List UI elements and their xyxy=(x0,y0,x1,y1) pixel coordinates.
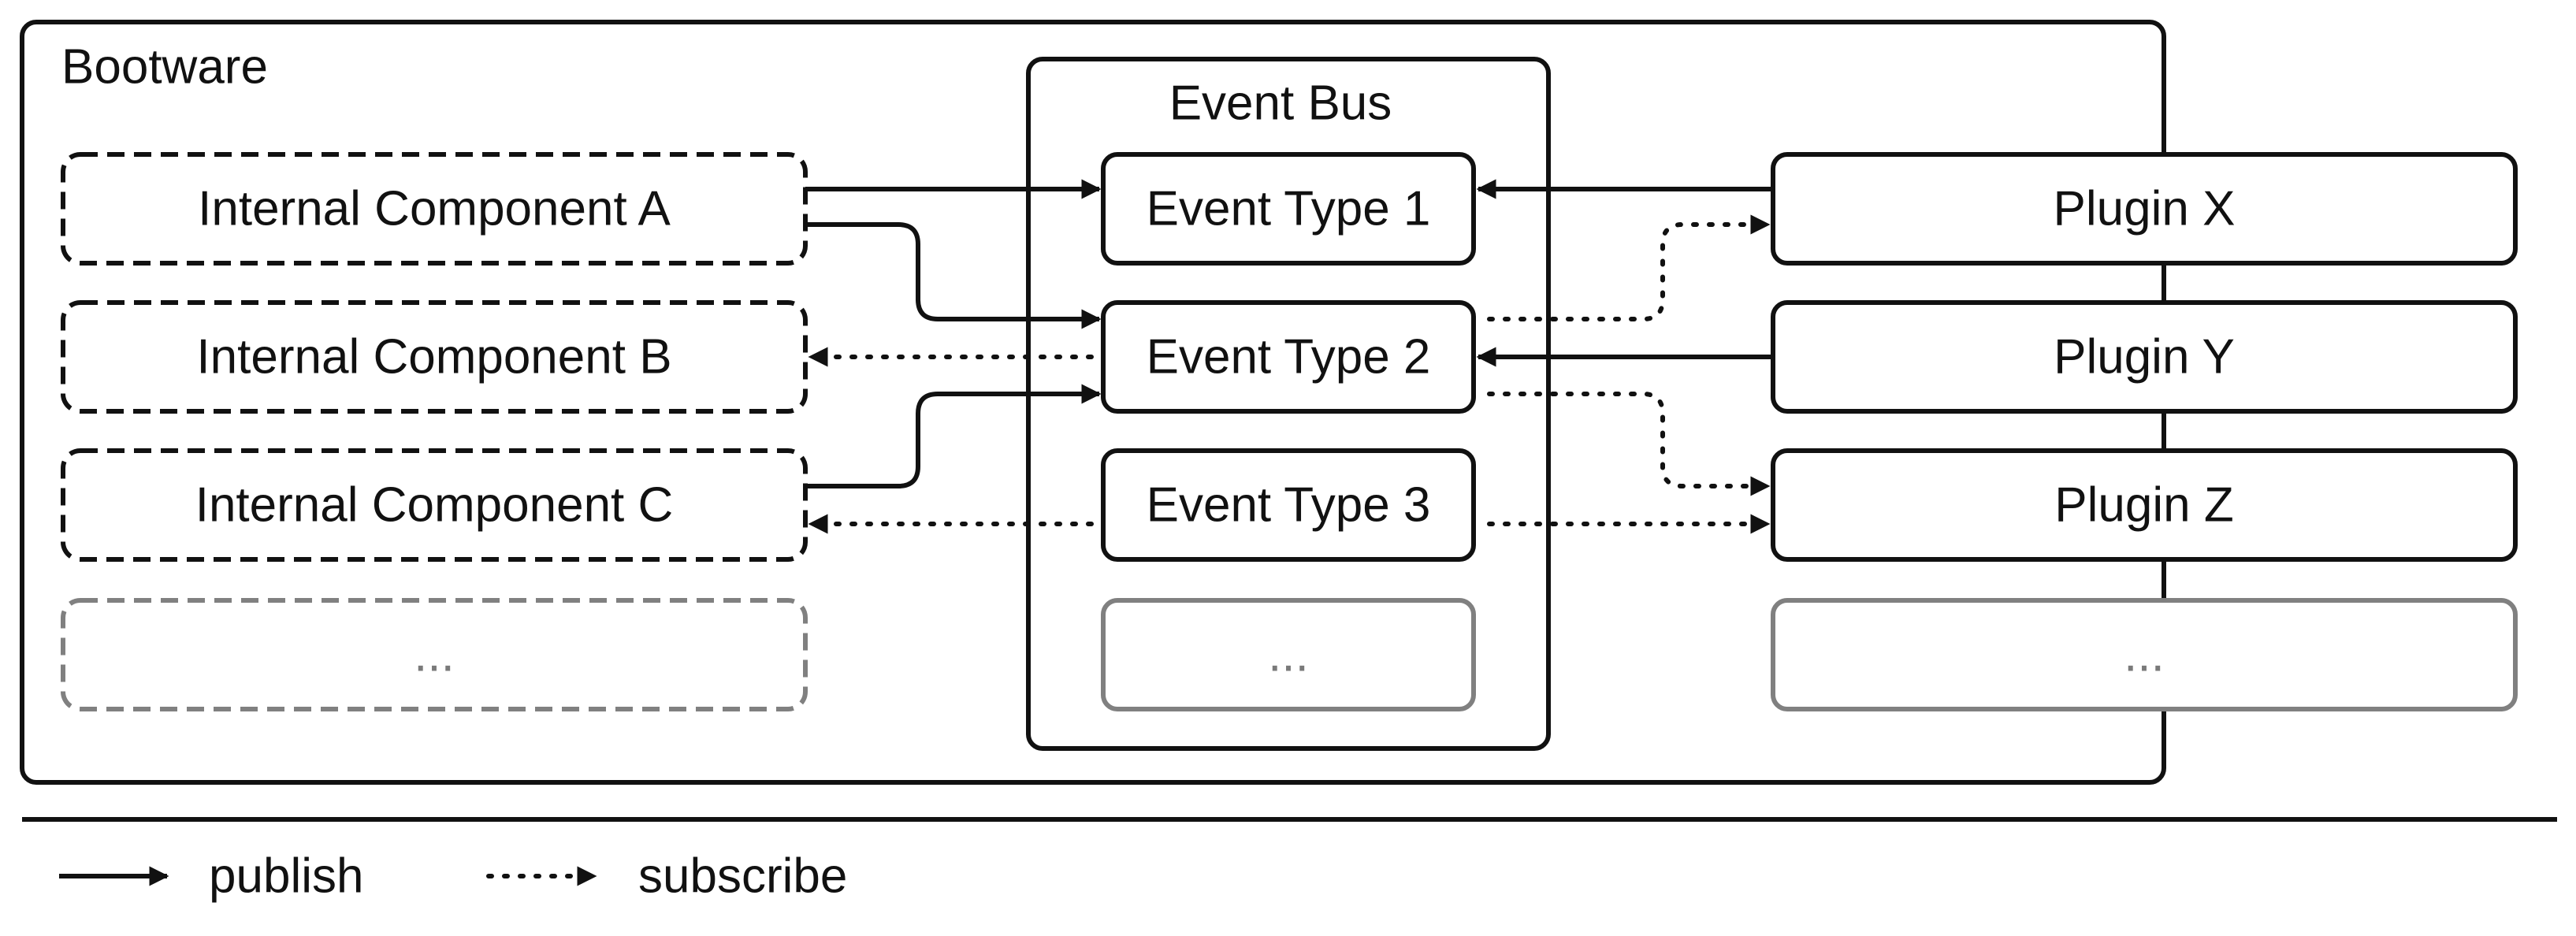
event-type-2-box xyxy=(1101,300,1476,414)
plugin-x-label: Plugin X xyxy=(2054,182,2236,236)
plugin-more-box xyxy=(1771,598,2518,711)
internal-component-c-label: Internal Component C xyxy=(195,478,674,533)
plugin-more-label: ... xyxy=(2124,628,2165,682)
event-type-3-label: Event Type 3 xyxy=(1147,478,1431,533)
plugin-z-label: Plugin Z xyxy=(2054,478,2233,533)
subscribe-arrow-event2-to-plugin-x xyxy=(1487,214,1771,321)
internal-component-a-box xyxy=(61,152,808,266)
event-type-more-box xyxy=(1101,598,1476,711)
internal-component-more-label: ... xyxy=(414,628,455,682)
event-type-more-label: ... xyxy=(1268,628,1309,682)
publish-arrow-a-to-event2 xyxy=(805,222,1102,329)
internal-component-a-label: Internal Component A xyxy=(198,182,671,236)
event-type-1-label: Event Type 1 xyxy=(1147,182,1431,236)
event-type-3-box xyxy=(1101,448,1476,562)
event-bus-container xyxy=(1026,57,1551,751)
event-type-1-box xyxy=(1101,152,1476,266)
legend-subscribe-label: subscribe xyxy=(638,849,847,904)
event-bus-title: Event Bus xyxy=(1169,76,1392,131)
legend-publish-label: publish xyxy=(209,849,363,904)
plugin-x-box xyxy=(1771,152,2518,266)
subscribe-arrow-event2-to-plugin-z xyxy=(1487,392,1771,496)
internal-component-more-box xyxy=(61,598,808,711)
plugin-y-label: Plugin Y xyxy=(2054,330,2235,384)
publish-arrow-c-to-event2 xyxy=(805,384,1102,488)
event-type-2-label: Event Type 2 xyxy=(1147,330,1431,384)
bootware-title: Bootware xyxy=(61,40,268,95)
plugin-z-box xyxy=(1771,448,2518,562)
internal-component-c-box xyxy=(61,448,808,562)
internal-component-b-label: Internal Component B xyxy=(196,330,671,384)
internal-component-b-box xyxy=(61,300,808,414)
